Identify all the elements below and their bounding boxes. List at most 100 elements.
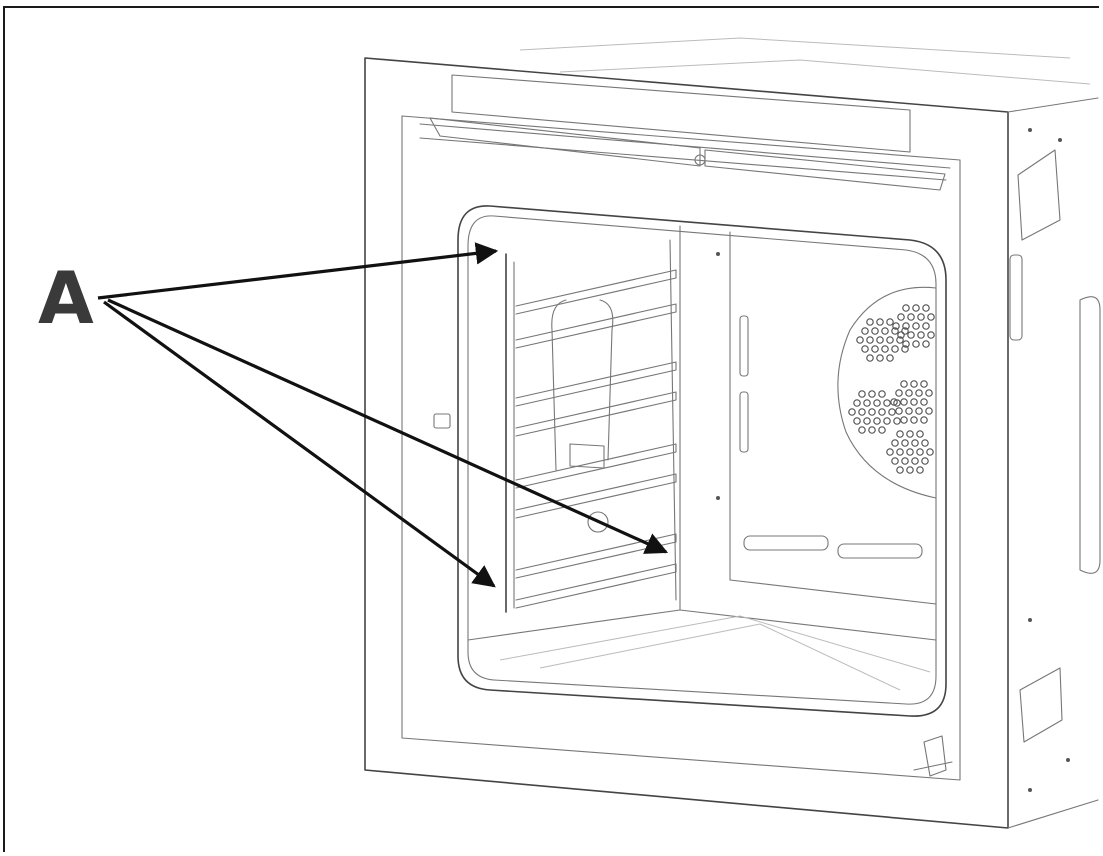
- fan-hole: [873, 399, 881, 407]
- fan-hole: [916, 466, 924, 474]
- fan-hole: [868, 426, 876, 434]
- fan-hole: [906, 466, 914, 474]
- fan-hole: [927, 331, 935, 339]
- fan-hole: [922, 322, 930, 330]
- fan-hole: [920, 416, 928, 424]
- fan-hole: [921, 457, 929, 465]
- fan-hole: [917, 313, 925, 321]
- oven-cavity: [457, 205, 947, 717]
- fan-hole: [905, 389, 913, 397]
- fan-hole: [886, 336, 894, 344]
- fan-hole: [925, 407, 933, 415]
- shelf-rung: [515, 269, 677, 315]
- fan-hole: [907, 313, 915, 321]
- shelf-rung: [515, 361, 677, 407]
- fan-hole: [915, 389, 923, 397]
- shelf-rung: [515, 473, 677, 519]
- side-clip: [433, 413, 451, 429]
- fan-hole: [861, 345, 869, 353]
- fan-hole: [920, 398, 928, 406]
- fan-hole: [881, 345, 889, 353]
- shelf-rung: [515, 303, 677, 349]
- fan-hole: [878, 426, 886, 434]
- oven-side-panel: [1007, 97, 1101, 829]
- fan-hole: [858, 408, 866, 416]
- fan-hole: [868, 408, 876, 416]
- fan-hole: [912, 340, 920, 348]
- fan-hole: [863, 417, 871, 425]
- fan-hole: [911, 439, 919, 447]
- fan-hole: [906, 448, 914, 456]
- fan-hole: [853, 399, 861, 407]
- shelf-rung: [515, 533, 677, 579]
- fan-hole: [915, 407, 923, 415]
- fan-hole: [900, 398, 908, 406]
- fan-hole: [901, 345, 909, 353]
- fan-hole: [848, 408, 856, 416]
- callout-arrow-bottom: [103, 300, 496, 588]
- fan-hole: [907, 331, 915, 339]
- image-frame: [3, 6, 1099, 852]
- fan-hole: [886, 318, 894, 326]
- fan-hole: [926, 448, 934, 456]
- fan-hole: [893, 417, 901, 425]
- callout-arrow-middle: [107, 298, 669, 554]
- fan-hole: [925, 389, 933, 397]
- fan-hole: [902, 340, 910, 348]
- oven-top-edge: [519, 37, 1091, 85]
- fan-hole: [905, 407, 913, 415]
- fan-hole: [916, 448, 924, 456]
- fan-hole: [871, 345, 879, 353]
- fan-hole: [901, 327, 909, 335]
- fan-hole: [861, 327, 869, 335]
- fan-hole: [900, 416, 908, 424]
- fan-hole: [910, 380, 918, 388]
- fan-hole: [873, 417, 881, 425]
- fan-hole: [863, 399, 871, 407]
- fan-hole: [878, 408, 886, 416]
- fan-hole: [912, 304, 920, 312]
- fan-hole: [895, 407, 903, 415]
- fan-hole: [902, 304, 910, 312]
- fan-hole: [891, 345, 899, 353]
- fan-hole: [858, 390, 866, 398]
- fan-hole: [891, 457, 899, 465]
- fan-hole: [911, 457, 919, 465]
- fan-hole: [876, 336, 884, 344]
- fan-hole: [890, 398, 898, 406]
- shelf-rung: [515, 391, 677, 437]
- fan-hole: [900, 380, 908, 388]
- door-latch: [913, 735, 953, 777]
- fan-hole: [883, 417, 891, 425]
- fan-hole: [897, 331, 905, 339]
- fan-hole: [910, 416, 918, 424]
- fan-hole: [881, 327, 889, 335]
- fan-hole: [868, 390, 876, 398]
- fan-hole: [866, 318, 874, 326]
- fan-hole: [920, 380, 928, 388]
- fan-hole: [886, 448, 894, 456]
- fan-hole: [891, 327, 899, 335]
- callout-label-a: A: [38, 256, 94, 340]
- fan-hole: [922, 304, 930, 312]
- fan-hole: [866, 336, 874, 344]
- fan-hole: [906, 430, 914, 438]
- fan-hole: [917, 331, 925, 339]
- fan-hole: [878, 390, 886, 398]
- fan-hole: [901, 439, 909, 447]
- fan-hole: [866, 354, 874, 362]
- shelf-guide-rack: [505, 239, 677, 613]
- fan-hole: [896, 448, 904, 456]
- fan-hole: [896, 430, 904, 438]
- fan-hole: [856, 336, 864, 344]
- fan-hole: [896, 466, 904, 474]
- fan-hole: [888, 408, 896, 416]
- fan-hole: [891, 439, 899, 447]
- fan-hole: [876, 318, 884, 326]
- fan-hole: [876, 354, 884, 362]
- fan-hole: [897, 313, 905, 321]
- fan-hole: [902, 322, 910, 330]
- fan-hole: [895, 389, 903, 397]
